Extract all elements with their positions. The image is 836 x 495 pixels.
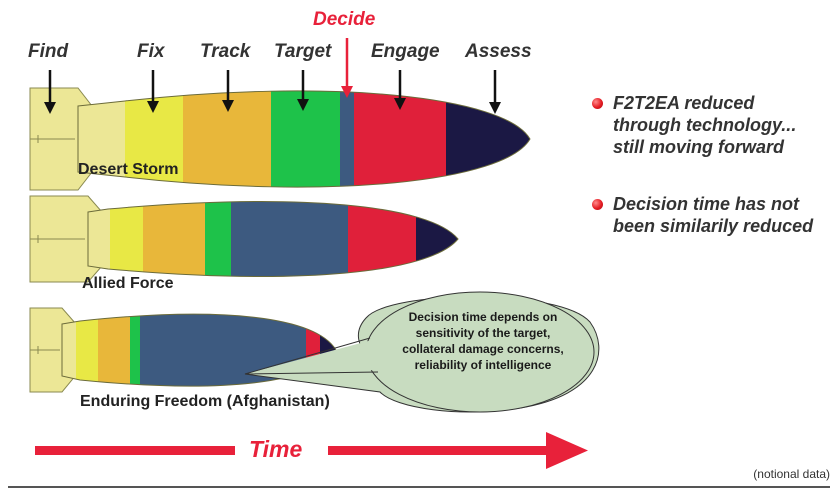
bomb-desert-storm [29,87,531,191]
callout-text: Decision time depends on sensitivity of … [402,310,564,372]
time-arrow [35,432,588,469]
phase-label-target: Target [274,41,332,62]
segment-find [78,90,125,188]
time-label: Time [249,436,303,462]
phase-label-decide: Decide [313,9,376,30]
segment-target [205,201,231,277]
segment-engage [306,314,320,387]
segment-track [143,201,205,277]
bullet-dot-icon [592,98,603,109]
segment-assess [416,201,458,277]
phase-label-engage: Engage [371,41,440,62]
bullet-text: Decision time has not been similarily re… [613,194,814,236]
bullet-item: Decision time has not been similarily re… [592,193,823,237]
segment-decide [340,90,354,188]
segment-fix [76,314,98,387]
segment-find [62,314,76,387]
bomb-enduring-freedom [29,307,337,393]
segment-target [130,314,140,387]
decide-arrow [341,38,353,98]
bullet-dot-icon [592,199,603,210]
bomb-label-desert-storm: Desert Storm [78,161,179,178]
segment-target [271,90,340,188]
bomb-allied-force [29,195,459,283]
segment-decide [231,201,348,277]
callout-bubble [244,291,600,413]
phase-label-track: Track [200,41,251,62]
bottom-rule [8,486,830,488]
segment-track [98,314,130,387]
segment-engage [348,201,416,277]
segment-fix [110,201,143,277]
phase-label-find: Find [28,41,69,62]
phase-label-fix: Fix [137,41,165,62]
bullet-item: F2T2EA reduced through technology... sti… [592,92,823,158]
bullet-text: F2T2EA reduced through technology... sti… [613,93,797,157]
phase-arrows [44,70,501,114]
bomb-label-enduring-freedom: Enduring Freedom (Afghanistan) [80,393,330,410]
bomb-label-allied-force: Allied Force [82,275,174,292]
notional-data-note: (notional data) [753,467,830,481]
segment-assess [446,90,530,188]
segment-find [88,201,110,277]
phase-label-assess: Assess [465,41,532,62]
